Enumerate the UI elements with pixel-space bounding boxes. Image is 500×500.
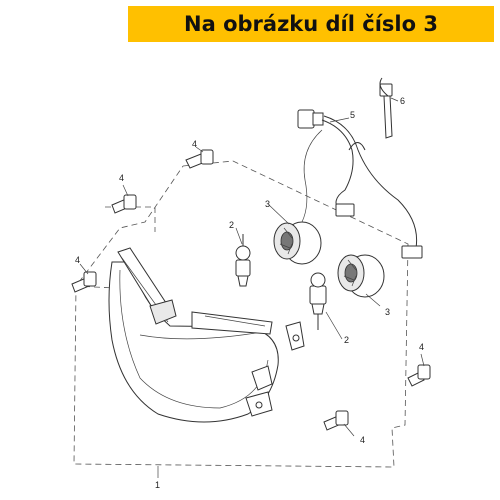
callout-bulb-lower: 2 — [344, 335, 349, 345]
callout-socket-lower: 3 — [385, 307, 390, 317]
callout-bulb-upper: 2 — [229, 220, 234, 230]
screw-upper-left — [111, 194, 137, 214]
screw-top — [185, 149, 214, 169]
callout-screw-upper-left: 4 — [119, 173, 124, 183]
callout-screw-bottom: 4 — [360, 435, 365, 445]
screw-left — [71, 271, 97, 293]
callout-screw-left: 4 — [75, 255, 80, 265]
headlight-housing — [108, 247, 305, 423]
callout-screw-right: 4 — [419, 342, 424, 352]
bulb-upper — [235, 234, 251, 287]
callout-labels: 4 4 4 4 4 3 3 2 2 5 6 1 — [75, 96, 424, 490]
bulb-socket-lower — [337, 254, 385, 298]
callout-screw-top: 4 — [192, 139, 197, 149]
screw-right — [407, 364, 431, 387]
callout-headlight: 1 — [155, 480, 160, 490]
screw-bottom — [323, 410, 349, 431]
callout-socket-upper: 3 — [265, 199, 270, 209]
callout-harness: 5 — [350, 110, 355, 120]
cable-tie — [379, 77, 393, 139]
callout-cable-tie: 6 — [400, 96, 405, 106]
wiring-harness — [297, 109, 423, 259]
banner-text: Na obrázku díl číslo 3 — [184, 12, 438, 36]
leader-lines — [79, 97, 425, 478]
part-number-banner: Na obrázku díl číslo 3 — [128, 6, 494, 42]
bulb-lower — [309, 272, 327, 330]
bulb-socket-upper — [273, 221, 322, 265]
assembly-boundary — [73, 160, 409, 468]
